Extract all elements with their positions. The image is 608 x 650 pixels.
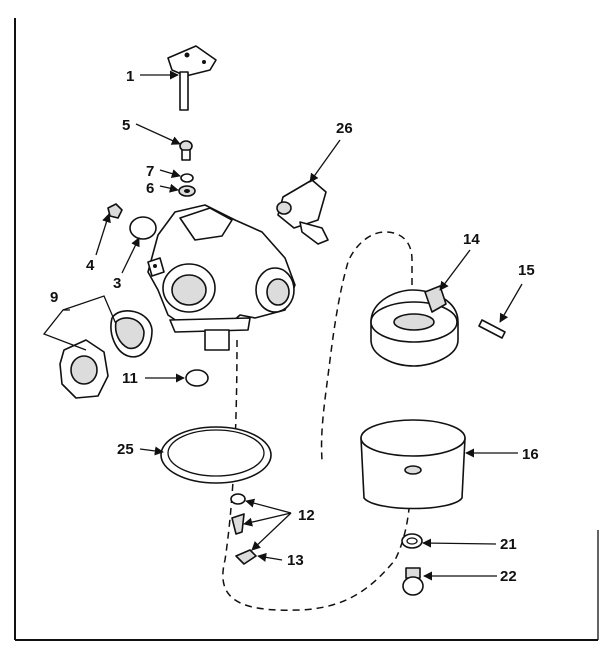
part-9-gasket [59,339,109,399]
label-5: 5 [122,117,130,134]
label-7: 7 [146,163,154,180]
label-15: 15 [518,262,535,279]
part-3-throttle-plate [129,216,157,240]
label-13: 13 [287,552,304,569]
part-15-hinge-pin [478,319,506,339]
label-25: 25 [117,441,134,458]
part-labels: 1 5 7 6 4 3 26 9 11 25 12 13 14 15 16 21… [50,68,539,585]
label-12: 12 [298,507,315,524]
frame-border [14,18,599,641]
part-7-washer [180,173,194,183]
label-21: 21 [500,536,517,553]
part-21-washer [401,533,423,549]
part-12-seat [230,493,246,535]
label-6: 6 [146,180,154,197]
label-22: 22 [500,568,517,585]
leader-lines [42,70,523,581]
part-14-float [370,285,459,367]
part-13-needle [235,549,257,565]
carburetor-body [147,204,296,351]
part-22-bowl-nut [402,567,424,596]
part-1-choke-shaft [167,45,217,111]
part-5-screw [179,140,193,161]
label-14: 14 [463,231,480,248]
label-9: 9 [50,289,58,306]
label-4: 4 [86,257,95,274]
part-6-washer [178,185,196,197]
label-11: 11 [122,370,138,387]
part-16-float-bowl [360,419,466,510]
label-16: 16 [522,446,539,463]
label-1: 1 [126,68,134,85]
label-26: 26 [336,120,353,137]
part-26-valve [276,179,329,245]
label-3: 3 [113,275,121,292]
part-9-primer-cap [110,310,153,358]
part-11-plug [185,369,209,387]
part-25-bowl-gasket [160,426,272,484]
part-4-clip [107,203,123,219]
